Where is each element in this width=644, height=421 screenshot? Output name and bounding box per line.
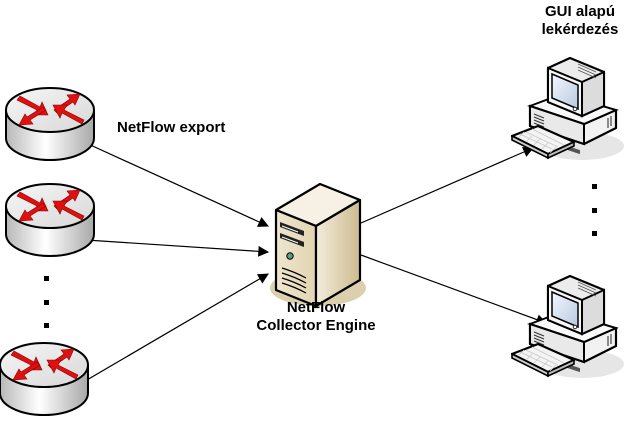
desktop-computer-icon [510, 274, 626, 380]
router-1 [5, 87, 95, 161]
edge-router-2-to-collector [85, 239, 270, 257]
client-ellipsis [592, 184, 597, 236]
ellipsis-dot [44, 276, 49, 281]
server-tower-icon [270, 182, 366, 308]
router-icon [0, 342, 89, 416]
ellipsis-dot [592, 231, 597, 236]
edge-router-n-to-collector [79, 273, 269, 385]
gui-label-top: GUI alapú [545, 3, 615, 20]
netflow-export-label: NetFlow export [117, 119, 225, 136]
router-icon [5, 183, 95, 257]
gui-client-1 [510, 56, 626, 162]
gui-client-n [510, 274, 626, 380]
collector-label-top: NetFlow [287, 299, 346, 316]
router-ellipsis [44, 276, 49, 328]
ellipsis-dot [44, 323, 49, 328]
gui-label-bottom: lekérdezés [542, 21, 619, 38]
edge-router-1-to-collector [85, 142, 269, 227]
edge-collector-to-client-1 [360, 146, 534, 224]
router-icon [5, 87, 95, 161]
ellipsis-dot [592, 184, 597, 189]
netflow-collector-server [270, 182, 366, 308]
router-2 [5, 183, 95, 257]
ellipsis-dot [44, 300, 49, 305]
desktop-computer-icon [510, 56, 626, 162]
ellipsis-dot [592, 208, 597, 213]
collector-label-bottom: Collector Engine [256, 317, 375, 334]
router-n [0, 342, 89, 416]
edge-collector-to-client-n [360, 254, 548, 325]
connections [79, 142, 548, 385]
